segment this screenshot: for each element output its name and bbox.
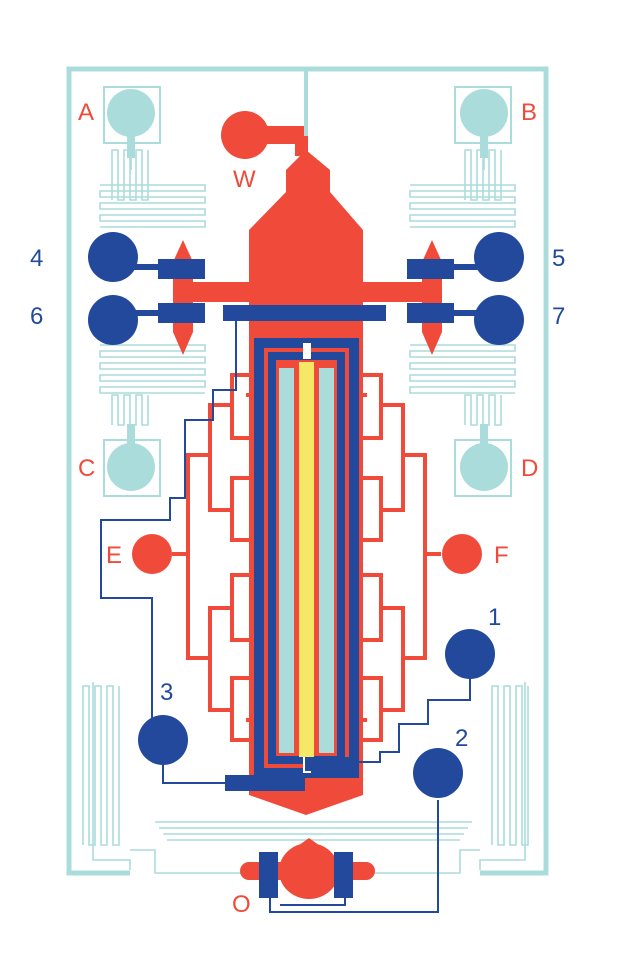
o-port-electrode-left — [259, 852, 278, 898]
chip-outline-right — [306, 66, 549, 876]
inner-lane-red-left — [294, 368, 299, 753]
electrode-7-lead — [452, 310, 480, 316]
electrode-5-lead — [452, 264, 480, 270]
label-c: C — [78, 455, 95, 482]
valve-right — [422, 240, 442, 355]
blue-traces — [100, 318, 471, 913]
bottom-electrode-bar-left — [225, 775, 305, 791]
o-port-electrode-right — [334, 852, 353, 898]
inner-top-gap — [303, 343, 311, 359]
inner-separation-channel — [254, 338, 359, 778]
label-a: A — [78, 99, 94, 126]
label-2: 2 — [455, 725, 468, 752]
trace-o-right — [280, 896, 346, 906]
blue-layer — [88, 232, 524, 898]
electrode-4-lead — [132, 264, 160, 270]
label-6: 6 — [30, 303, 43, 330]
left-outer-trace — [92, 682, 131, 870]
reservoir-d — [460, 443, 508, 491]
branch-left — [208, 403, 232, 512]
electrode-6-lead — [132, 310, 160, 316]
reservoir-d-stem — [480, 424, 488, 450]
reservoir-a-stem — [127, 132, 135, 158]
serpentine-heater-a — [99, 149, 206, 228]
label-4: 4 — [30, 245, 43, 272]
waste-port-w-arm — [262, 126, 304, 144]
serpentine-heater-bottom-left — [82, 685, 120, 846]
label-3: 3 — [160, 679, 173, 706]
reservoir-c — [107, 443, 155, 491]
inner-lane-right — [319, 368, 334, 753]
red-labels: A B C D E F W O — [78, 99, 538, 918]
port-f — [442, 534, 482, 574]
bottom-left-trace — [130, 849, 250, 874]
label-5: 5 — [552, 245, 565, 272]
label-d: D — [521, 455, 538, 482]
serpentine-heater-b — [409, 149, 516, 228]
serpentine-heater-d — [409, 344, 516, 426]
label-b: B — [521, 99, 537, 126]
label-f: F — [494, 542, 509, 569]
inner-lane-left — [279, 368, 294, 753]
right-outer-trace — [479, 682, 526, 870]
electrode-6-pad — [158, 303, 205, 323]
top-electrode-bar — [223, 305, 386, 321]
label-o: O — [232, 891, 251, 918]
serpentine-heater-bottom-right — [491, 685, 529, 846]
branch-right — [381, 606, 405, 712]
electrode-4 — [88, 232, 138, 282]
branch-left — [186, 453, 210, 660]
label-7: 7 — [552, 303, 565, 330]
branch-left — [208, 606, 232, 712]
label-e: E — [106, 542, 122, 569]
port-e — [132, 534, 172, 574]
chip-outline-left — [66, 66, 306, 876]
teal-layer — [66, 66, 549, 876]
branch-right — [403, 453, 427, 660]
reservoir-c-stem — [127, 424, 135, 450]
inner-lane-yellow — [299, 362, 314, 757]
label-1: 1 — [488, 604, 501, 631]
serpentine-heater-c — [99, 344, 206, 426]
blue-labels: 1 2 3 4 5 6 7 — [30, 245, 565, 752]
reservoir-b-stem — [480, 132, 488, 158]
bottom-electrode-bar-right — [305, 757, 353, 771]
electrode-1 — [445, 629, 495, 679]
bottom-right-trace — [370, 849, 480, 874]
trace-electrode-3 — [100, 318, 237, 735]
reservoir-b — [460, 89, 508, 137]
waste-port-w-neck — [295, 136, 308, 156]
inner-lane-red-right — [314, 368, 319, 753]
electrode-3 — [138, 715, 188, 765]
electrode-7-pad — [407, 303, 454, 323]
outlet-port-o-top — [295, 838, 323, 848]
trace-electrode-3-bottom — [162, 765, 230, 784]
electrode-6 — [88, 295, 138, 345]
teal-fill-layer — [107, 89, 508, 491]
waste-port-w — [221, 111, 269, 159]
reservoir-a — [107, 89, 155, 137]
branch-right — [381, 403, 405, 512]
label-w: W — [233, 166, 256, 193]
electrode-7 — [474, 295, 524, 345]
electrode-4-pad — [158, 259, 205, 279]
electrode-2 — [413, 748, 463, 798]
cross-channel — [175, 282, 437, 302]
electrode-5-pad — [407, 259, 454, 279]
bottom-heater-lines — [155, 821, 472, 841]
valve-left — [173, 240, 193, 355]
electrode-5 — [474, 232, 524, 282]
gradient-branching-network — [172, 373, 441, 742]
trace-electrode-1 — [345, 673, 471, 763]
